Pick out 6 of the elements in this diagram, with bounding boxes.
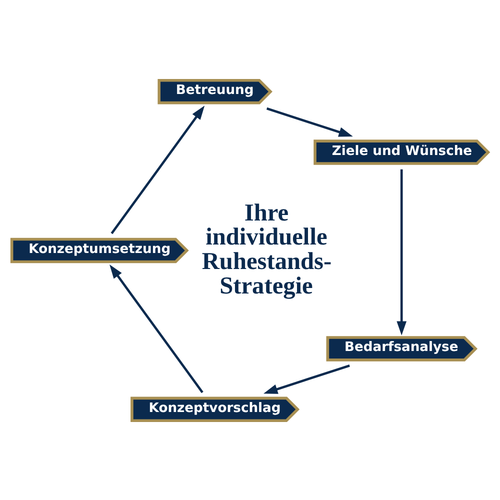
label: Ihre individuelle Ruhestands-Strategie [202,198,332,299]
arrow [264,364,350,394]
arrow [266,106,353,136]
arrow [396,168,407,335]
arrow [110,264,204,393]
arrow [110,105,205,234]
